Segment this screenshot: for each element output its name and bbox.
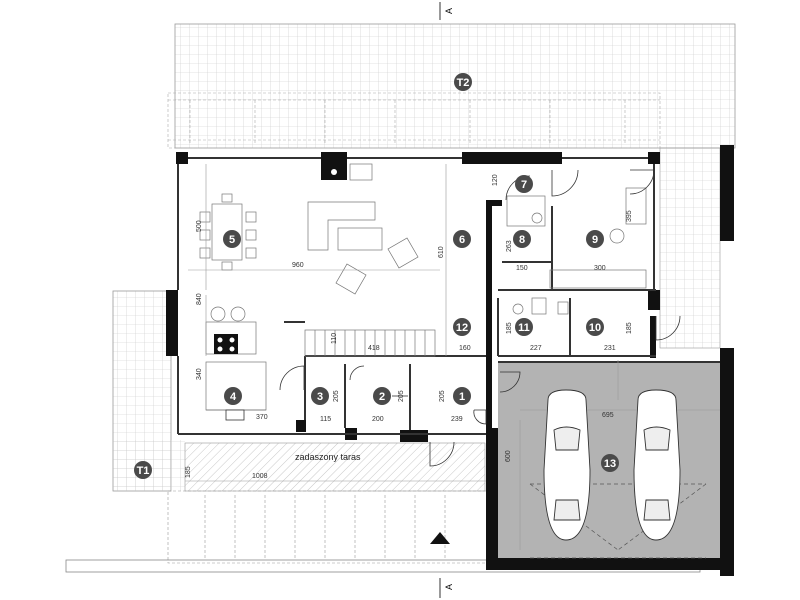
room-number: 4 xyxy=(230,391,237,403)
entrance-arrow-icon xyxy=(430,532,450,544)
room-badge-circle xyxy=(453,230,471,248)
terrace-t1-badge: T1 xyxy=(134,461,152,479)
dim-150: 150 xyxy=(516,265,528,272)
dim-263: 263 xyxy=(506,240,513,252)
room-badge-9: 9 xyxy=(586,230,604,248)
room-badge-5: 5 xyxy=(223,230,241,248)
room-badge-circle xyxy=(453,318,471,336)
room-number: 10 xyxy=(589,322,601,334)
room-number: 9 xyxy=(592,234,598,246)
pergola-beams xyxy=(167,92,661,149)
terrace-t2-badge: T2 xyxy=(454,73,472,91)
room-badge-4: 4 xyxy=(224,387,242,405)
car-icon xyxy=(543,389,681,541)
dim-500: 500 xyxy=(196,220,203,232)
section-line-bottom: A xyxy=(439,578,454,598)
stove-icon xyxy=(225,409,245,421)
room-badge-circle xyxy=(513,230,531,248)
dim-185-c: 185 xyxy=(185,466,192,478)
dim-185-a: 185 xyxy=(506,322,513,334)
dim-840: 840 xyxy=(196,293,203,305)
room-badge-circle xyxy=(601,454,619,472)
covered-terrace-label: zadaszony taras xyxy=(295,452,361,462)
room-number: 2 xyxy=(379,391,385,403)
room-badge-circle xyxy=(311,387,329,405)
dim-205-c: 205 xyxy=(439,390,446,402)
room-badge-circle xyxy=(586,230,604,248)
room-badge-circle xyxy=(223,230,241,248)
dining-chairs xyxy=(199,193,257,271)
chimney-icon xyxy=(331,169,337,175)
covered-terrace-area xyxy=(184,442,486,492)
dim-610: 610 xyxy=(438,246,445,258)
room-number: 12 xyxy=(456,322,468,334)
dim-110: 110 xyxy=(331,333,338,344)
dim-120: 120 xyxy=(492,174,499,186)
dimension-labels: 500 960 610 840 340 370 418 110 160 115 … xyxy=(185,174,633,480)
room-number: 1 xyxy=(459,391,465,403)
room-badge-2: 2 xyxy=(373,387,391,405)
room-badge-11: 11 xyxy=(515,318,533,336)
dim-600: 600 xyxy=(505,450,512,462)
dim-395: 395 xyxy=(626,210,633,222)
dim-185-b: 185 xyxy=(626,322,633,334)
room-badge-circle xyxy=(453,387,471,405)
deck-slats xyxy=(167,490,489,564)
room-number: 3 xyxy=(317,391,323,403)
dim-200: 200 xyxy=(372,416,384,423)
dim-115: 115 xyxy=(320,416,331,423)
dim-227: 227 xyxy=(530,345,542,352)
room-badge-6: 6 xyxy=(453,230,471,248)
hob-icon xyxy=(214,334,238,354)
dim-239: 239 xyxy=(451,416,463,423)
dim-418: 418 xyxy=(368,345,380,352)
room-number: 5 xyxy=(229,234,235,246)
section-mark-bottom: A xyxy=(444,584,454,590)
dim-960: 960 xyxy=(292,262,304,269)
room-badge-7: 7 xyxy=(515,175,533,193)
room-number: 6 xyxy=(459,234,465,246)
room-number: 11 xyxy=(518,322,530,334)
room-number: 7 xyxy=(521,179,527,191)
dim-205-b: 205 xyxy=(398,390,405,402)
room-number: 8 xyxy=(519,234,525,246)
room-badge-circle xyxy=(515,175,533,193)
section-line-top: A xyxy=(439,2,454,20)
dim-300: 300 xyxy=(594,265,606,272)
room-badge-circle xyxy=(586,318,604,336)
room-badge-circle xyxy=(224,387,242,405)
walls xyxy=(166,145,734,576)
room-badge-circle xyxy=(515,318,533,336)
room-badge-10: 10 xyxy=(586,318,604,336)
dim-370: 370 xyxy=(256,414,268,421)
doors xyxy=(279,169,681,467)
room-badge-1: 1 xyxy=(453,387,471,405)
room-badge-circle xyxy=(373,387,391,405)
side-terrace xyxy=(659,147,721,349)
room-badge-3: 3 xyxy=(311,387,329,405)
terrace-t2-label: T2 xyxy=(457,77,470,89)
dim-231: 231 xyxy=(604,345,616,352)
thin-walls xyxy=(177,157,720,435)
section-mark-top: A xyxy=(444,8,454,14)
dim-1008: 1008 xyxy=(252,473,268,480)
room-badge-13: 13 xyxy=(601,454,619,472)
dim-160: 160 xyxy=(459,345,471,352)
terrace-t1-label: T1 xyxy=(137,465,150,477)
dim-695: 695 xyxy=(602,412,614,419)
dim-340: 340 xyxy=(196,368,203,380)
dim-205-a: 205 xyxy=(333,390,340,402)
room-badge-8: 8 xyxy=(513,230,531,248)
room-number: 13 xyxy=(604,458,616,470)
room-badge-12: 12 xyxy=(453,318,471,336)
